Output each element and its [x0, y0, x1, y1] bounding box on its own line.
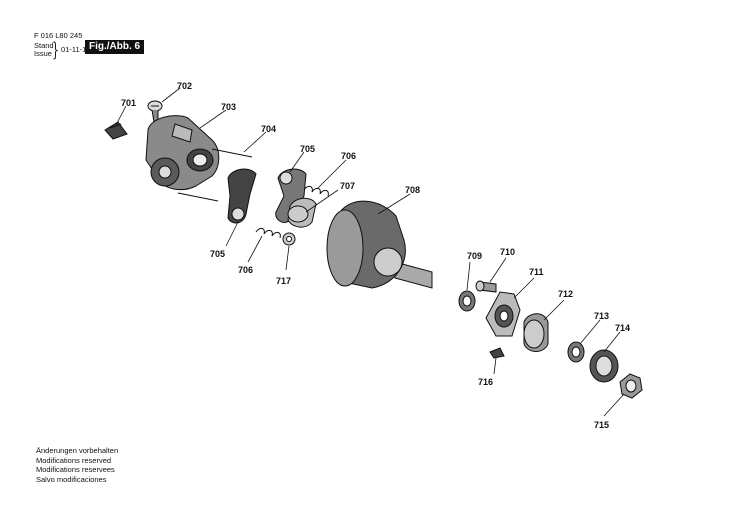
part-704-pins — [177, 148, 253, 202]
part-708-clutch-drum — [326, 200, 433, 289]
label-706-upper: 706 — [341, 151, 356, 161]
part-706-spring-upper — [303, 185, 329, 197]
label-717: 717 — [276, 276, 291, 286]
footer-line-de: Änderungen vorbehalten — [36, 446, 119, 455]
part-709-washer — [458, 290, 476, 312]
label-715: 715 — [594, 420, 609, 430]
part-717-washer — [282, 232, 296, 246]
label-709: 709 — [467, 251, 482, 261]
document-number: F 016 L80 245 — [34, 31, 83, 40]
label-701: 701 — [121, 98, 136, 108]
footer-line-es: Salvo modificaciones — [36, 474, 107, 484]
brace-glyph: } — [52, 37, 60, 61]
label-705-lower: 705 — [210, 249, 225, 259]
label-713: 713 — [594, 311, 609, 321]
figure-badge: Fig./Abb. 6 — [85, 40, 145, 54]
label-705-upper: 705 — [300, 144, 315, 154]
part-703-hub — [145, 115, 220, 191]
label-706-lower: 706 — [238, 265, 253, 275]
part-701-key — [104, 121, 128, 140]
label-710: 710 — [500, 247, 515, 257]
part-706-spring-lower — [255, 227, 281, 239]
label-703: 703 — [221, 102, 236, 112]
part-712-bearing — [523, 313, 549, 352]
label-704: 704 — [261, 124, 276, 134]
label-716: 716 — [478, 377, 493, 387]
footer-line-fr: Modifications reservees — [36, 465, 115, 474]
part-714-ring-gear — [589, 349, 619, 383]
part-713-washer — [567, 341, 585, 363]
footer-line-en: Modifications reserved — [36, 455, 112, 465]
stand-label: Stand — [34, 41, 54, 50]
part-707-bushing — [287, 205, 309, 223]
label-702: 702 — [177, 81, 192, 91]
part-705-weight-lower — [227, 168, 257, 224]
part-716-key — [489, 347, 505, 359]
part-711-flange — [485, 291, 521, 337]
part-715-nut — [619, 373, 643, 399]
label-714: 714 — [615, 323, 630, 333]
footer-notice: Änderungen vorbehalten Modifications res… — [36, 446, 118, 484]
label-711: 711 — [529, 267, 544, 277]
label-707: 707 — [340, 181, 355, 191]
issue-label: Issue — [34, 49, 52, 58]
label-712: 712 — [558, 289, 573, 299]
part-710-screw — [475, 280, 497, 293]
label-708: 708 — [405, 185, 420, 195]
issue-date: 01-11-13 — [61, 45, 91, 54]
